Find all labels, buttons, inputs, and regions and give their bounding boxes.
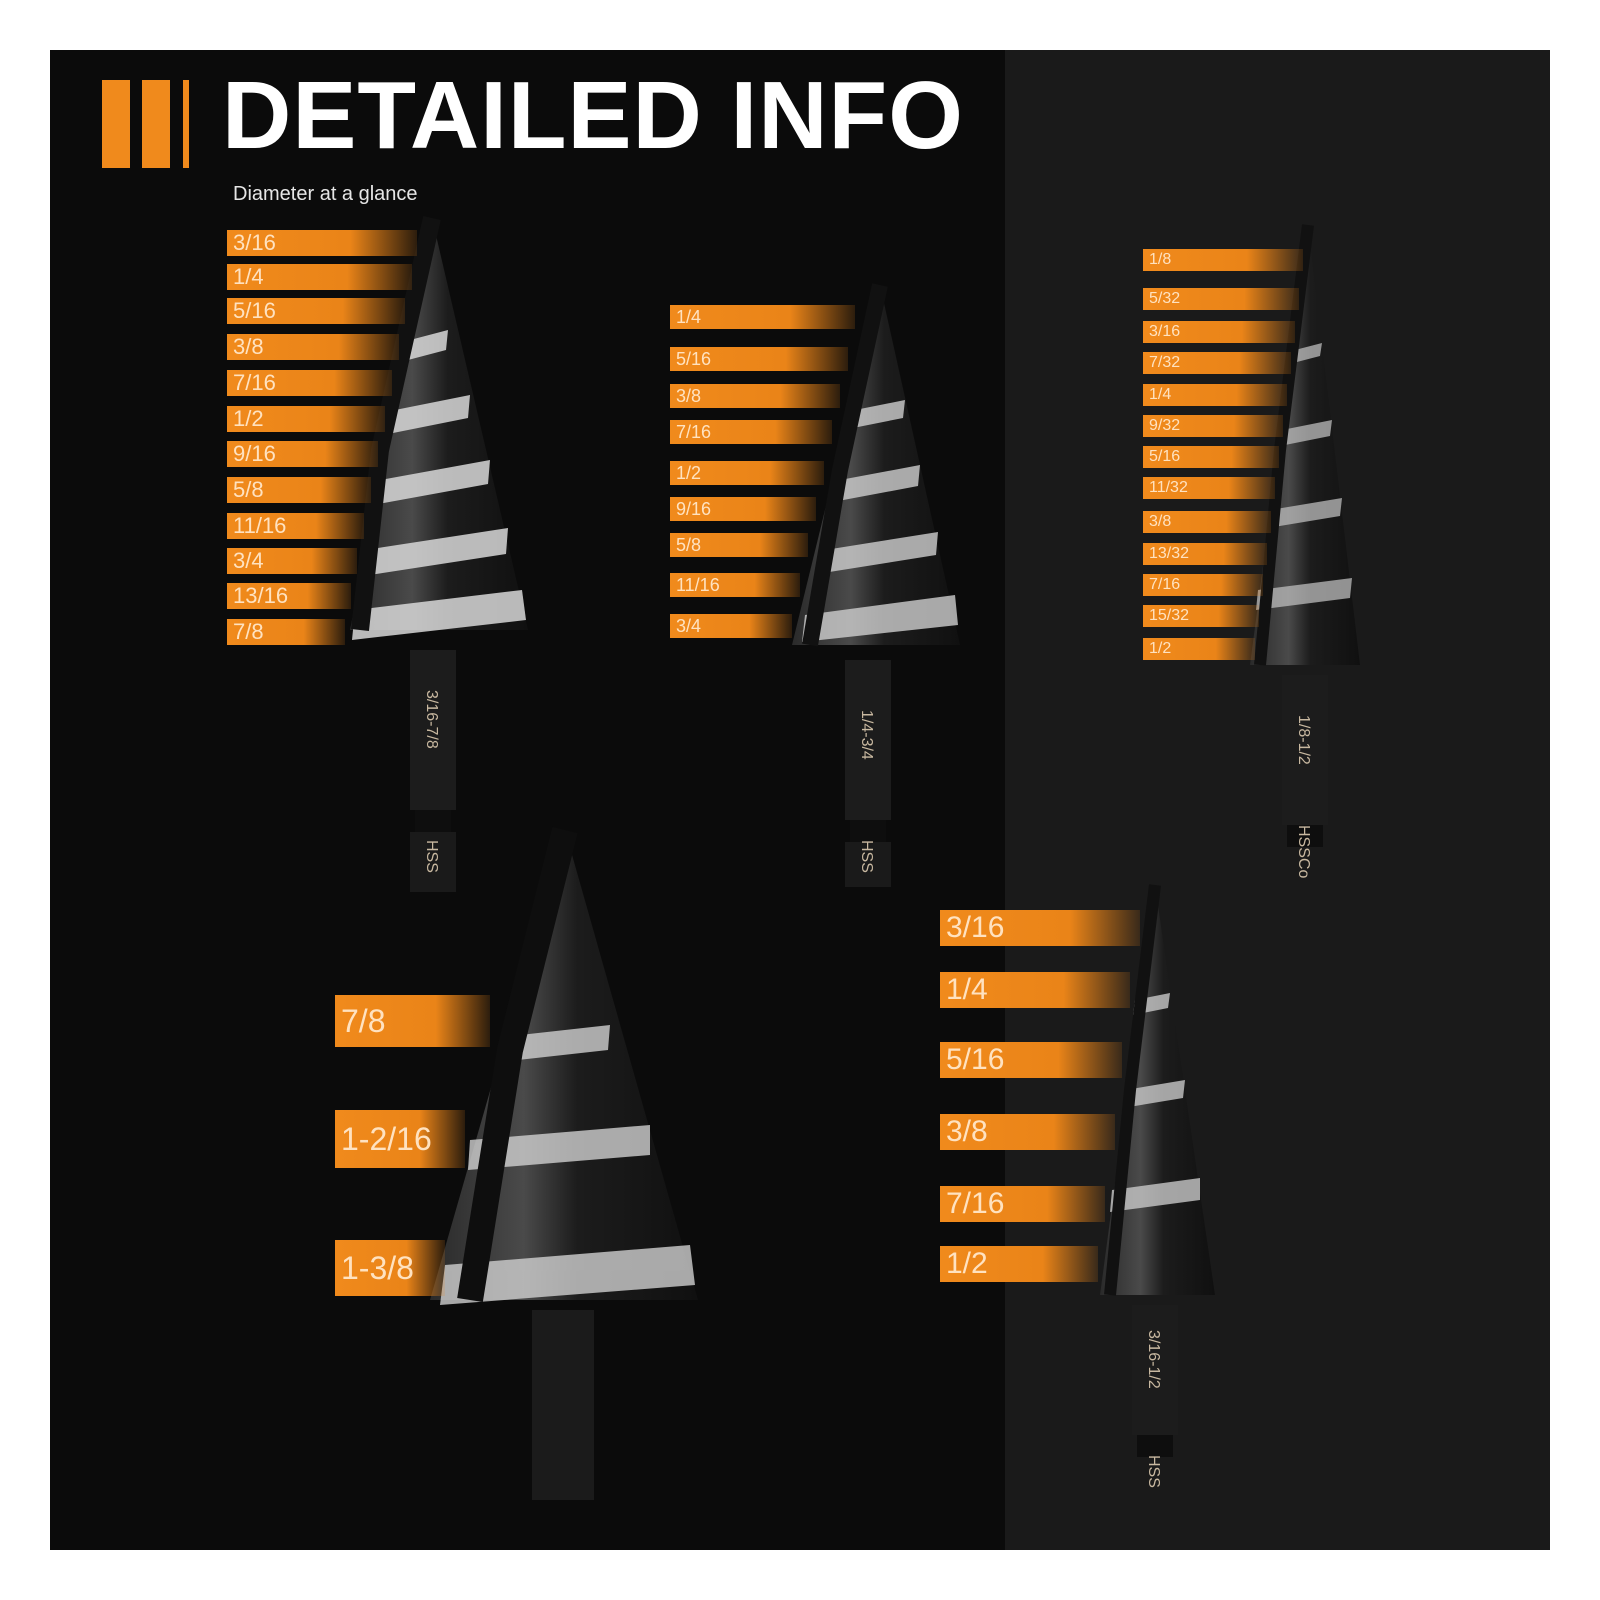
size-label: 7/16 [940, 1186, 1105, 1222]
size-label: 1/4 [670, 305, 855, 329]
size-label: 9/32 [1143, 415, 1283, 437]
size-label: 1/2 [1143, 638, 1255, 660]
size-label: 5/16 [1143, 446, 1279, 468]
bit-1-material: HSS [423, 840, 440, 873]
size-label: 7/16 [670, 420, 832, 444]
size-label: 5/8 [670, 533, 808, 557]
size-label: 5/32 [1143, 288, 1299, 310]
size-label: 1-2/16 [335, 1110, 465, 1168]
size-label: 3/16 [1143, 321, 1295, 343]
size-label: 7/16 [1143, 574, 1263, 596]
bit-1-range: 3/16-7/8 [423, 690, 440, 749]
size-label: 1/4 [227, 264, 412, 290]
product-panel: DETAILED INFO Diameter at a glance 3/16-… [50, 50, 1550, 1550]
size-label: 3/16 [940, 910, 1140, 946]
size-label: 1/2 [940, 1246, 1098, 1282]
bit-2-range: 1/4-3/4 [858, 710, 875, 760]
size-label: 9/16 [227, 441, 378, 467]
accent-bar [183, 80, 189, 168]
size-label: 5/8 [227, 477, 371, 503]
size-label: 3/4 [670, 614, 792, 638]
size-label: 11/16 [670, 573, 800, 597]
size-label: 1/4 [940, 972, 1130, 1008]
size-label: 9/16 [670, 497, 816, 521]
size-label: 3/16 [227, 230, 417, 256]
size-label: 3/8 [670, 384, 840, 408]
size-label: 13/32 [1143, 543, 1267, 565]
size-label: 11/16 [227, 513, 364, 539]
size-label: 13/16 [227, 583, 351, 609]
size-label: 3/4 [227, 548, 357, 574]
size-label: 3/8 [1143, 511, 1271, 533]
size-label: 1/8 [1143, 249, 1303, 271]
size-label: 11/32 [1143, 477, 1275, 499]
size-label: 7/8 [335, 995, 490, 1047]
bit-2-material: HSS [858, 840, 875, 873]
size-label: 1/4 [1143, 384, 1287, 406]
size-label: 3/8 [940, 1114, 1115, 1150]
size-label: 5/16 [670, 347, 848, 371]
size-label: 7/16 [227, 370, 392, 396]
size-label: 5/16 [227, 298, 405, 324]
size-label: 1/2 [227, 406, 385, 432]
size-label: 1-3/8 [335, 1240, 445, 1296]
size-label: 1/2 [670, 461, 824, 485]
size-label: 15/32 [1143, 605, 1259, 627]
accent-bar [102, 80, 130, 168]
background-shade [1005, 50, 1550, 1550]
size-label: 5/16 [940, 1042, 1122, 1078]
size-label: 7/32 [1143, 352, 1291, 374]
page-title: DETAILED INFO [222, 62, 964, 169]
page-subtitle: Diameter at a glance [233, 183, 418, 205]
size-label: 7/8 [227, 619, 345, 645]
size-label: 3/8 [227, 334, 399, 360]
accent-bar [142, 80, 170, 168]
